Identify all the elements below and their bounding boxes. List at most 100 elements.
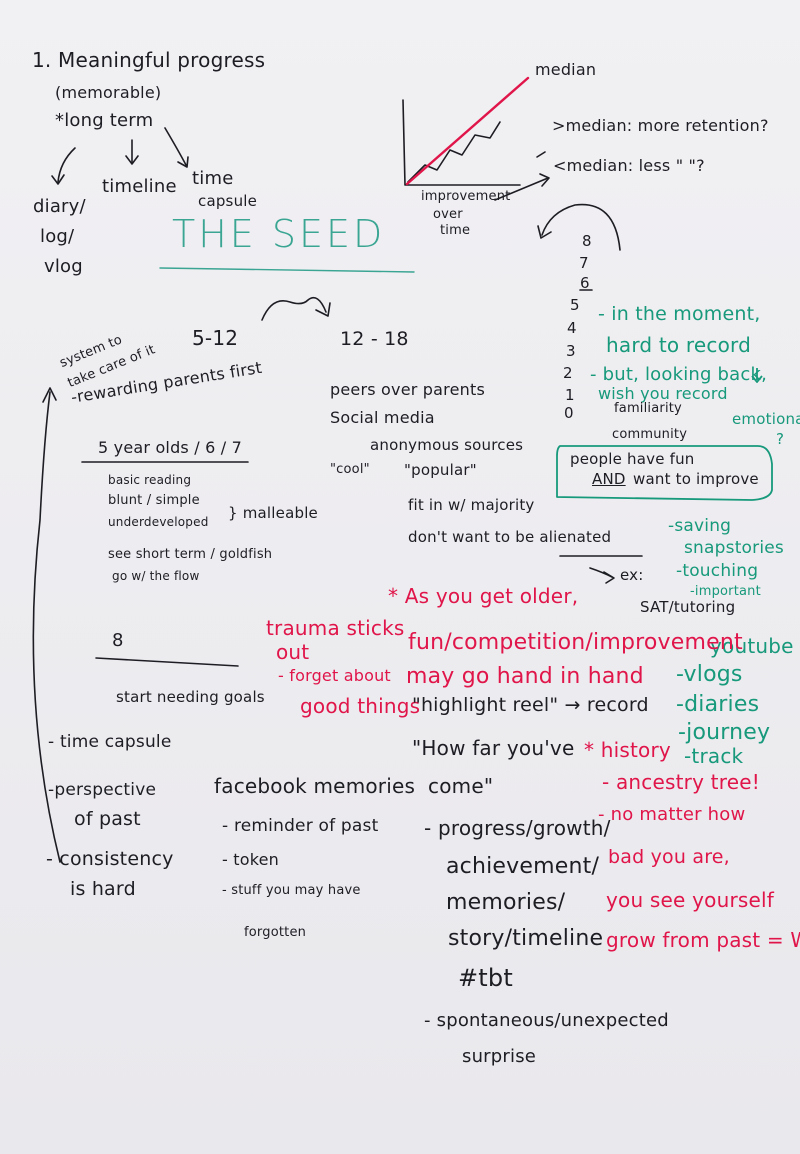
cool-label: "cool" bbox=[330, 462, 370, 477]
journey-label: -journey bbox=[678, 720, 771, 745]
tbt-label: #tbt bbox=[458, 964, 513, 992]
scale-1: 1 bbox=[565, 386, 575, 404]
ex-label: ex: bbox=[620, 566, 644, 584]
title-underline bbox=[159, 267, 415, 273]
time-capsule-note: - time capsule bbox=[48, 732, 172, 752]
facebook-memories-heading: facebook memories bbox=[214, 774, 416, 798]
scale-2: 2 bbox=[563, 364, 573, 382]
hand-in-hand-note: may go hand in hand bbox=[406, 664, 644, 689]
spontaneous-label: - spontaneous/unexpected bbox=[424, 1010, 669, 1031]
axis-label-improvement: improvement bbox=[421, 189, 511, 204]
youtube-label: youtube bbox=[710, 634, 794, 658]
track-label: -track bbox=[684, 744, 744, 768]
fit-in-label: fit in w/ majority bbox=[408, 496, 535, 514]
perspective-note: -perspective bbox=[48, 780, 157, 800]
surprise-label: surprise bbox=[462, 1046, 537, 1067]
section1-heading: 1. Meaningful progress bbox=[32, 48, 266, 72]
familiarity-label: familiarity bbox=[614, 401, 682, 416]
ancestry-note: - ancestry tree! bbox=[602, 770, 760, 794]
popular-label: "popular" bbox=[404, 461, 477, 479]
scale-5: 5 bbox=[570, 296, 580, 314]
blunt-simple-label: blunt / simple bbox=[108, 493, 200, 508]
fun-competition-note: fun/competition/improvement bbox=[408, 630, 743, 655]
long-curved-arrow bbox=[32, 391, 61, 863]
in-the-moment-note: - in the moment, bbox=[598, 303, 761, 325]
forgotten-label: forgotten bbox=[244, 925, 307, 940]
graph-progress-line bbox=[407, 121, 501, 183]
is-hard-note: is hard bbox=[70, 878, 136, 900]
median-label: median bbox=[535, 60, 597, 79]
forget-about-note: - forget about bbox=[278, 666, 391, 685]
saving-label: -saving bbox=[668, 516, 732, 536]
of-past-note: of past bbox=[74, 808, 141, 830]
fun-improve-box bbox=[556, 445, 773, 501]
looking-back-note: - but, looking back, bbox=[590, 364, 768, 385]
timeline-label: timeline bbox=[102, 176, 177, 197]
capsule-label: capsule bbox=[198, 192, 258, 210]
diaries-label: -diaries bbox=[676, 692, 760, 717]
start-needing-goals: start needing goals bbox=[116, 688, 265, 706]
hard-to-record-note: hard to record bbox=[606, 333, 751, 357]
history-note: * history bbox=[584, 738, 671, 762]
good-things-note: good things bbox=[300, 694, 421, 718]
token-label: - token bbox=[222, 850, 280, 869]
graph-median-line bbox=[405, 76, 530, 186]
vlogs-label: -vlogs bbox=[676, 662, 743, 687]
arrow-to-diary bbox=[57, 147, 76, 183]
reminder-of-past: - reminder of past bbox=[222, 816, 379, 836]
scale-8: 8 bbox=[582, 232, 592, 250]
section1-sub: (memorable) bbox=[55, 83, 162, 102]
underdeveloped-label: underdeveloped bbox=[108, 515, 209, 529]
older-note: * As you get older, bbox=[388, 584, 579, 608]
highlight-reel: "highlight reel" → record bbox=[412, 694, 649, 716]
consistency-note: - consistency bbox=[46, 848, 174, 870]
squiggle-arrow bbox=[261, 296, 327, 321]
memories-label: memories/ bbox=[446, 890, 566, 915]
trauma-out-note: out bbox=[276, 640, 310, 664]
board-title: THE SEED bbox=[172, 212, 386, 256]
long-term-label: *long term bbox=[55, 110, 154, 131]
community-label: community bbox=[612, 427, 688, 442]
time-label: time bbox=[192, 168, 234, 189]
peers-over-parents: peers over parents bbox=[330, 380, 485, 399]
log-label: log/ bbox=[40, 226, 75, 247]
come-label: come" bbox=[428, 774, 494, 798]
age-8-label: 8 bbox=[112, 630, 124, 651]
grow-from-past-note: grow from past = WIN bbox=[606, 928, 800, 952]
curved-arrow-to-scale bbox=[541, 203, 621, 251]
five-year-olds-label: 5 year olds / 6 / 7 bbox=[98, 438, 243, 457]
malleable-label: } malleable bbox=[228, 504, 318, 522]
bad-you-are-note: bad you are, bbox=[608, 846, 730, 868]
see-yourself-note: you see yourself bbox=[606, 888, 774, 912]
no-matter-note: - no matter how bbox=[598, 804, 746, 825]
above-median-note: >median: more retention? bbox=[552, 116, 769, 135]
progress-growth: - progress/growth/ bbox=[424, 816, 611, 840]
anonymous-sources: anonymous sources bbox=[370, 436, 524, 454]
scale-4: 4 bbox=[567, 319, 577, 337]
ages-12-18-label: 12 - 18 bbox=[340, 328, 409, 350]
axis-label-time: time bbox=[440, 223, 471, 238]
stuff-you-may-have: - stuff you may have bbox=[222, 883, 361, 898]
short-term-label: see short term / goldfish bbox=[108, 547, 273, 562]
ages-5-12-label: 5-12 bbox=[192, 326, 239, 350]
scale-7: 7 bbox=[579, 254, 589, 272]
scale-6: 6 bbox=[580, 274, 590, 292]
achievement-label: achievement/ bbox=[446, 854, 600, 879]
important-label: -important bbox=[690, 584, 761, 599]
arrow-to-time-capsule bbox=[164, 127, 187, 166]
diary-label: diary/ bbox=[33, 196, 86, 217]
basic-reading-label: basic reading bbox=[108, 473, 192, 487]
snapstories-label: snapstories bbox=[684, 538, 784, 558]
trauma-sticks-note: trauma sticks bbox=[266, 616, 405, 640]
emotional-label: emotional bbox=[732, 410, 800, 428]
box-line1: people have fun bbox=[570, 450, 695, 468]
vlog-label: vlog bbox=[44, 256, 83, 277]
sat-tutoring: SAT/tutoring bbox=[640, 598, 736, 616]
wish-you-record-note: wish you record bbox=[598, 384, 728, 403]
emotional-question: ? bbox=[776, 430, 785, 448]
scale-3: 3 bbox=[566, 342, 576, 360]
social-media: Social media bbox=[330, 408, 435, 427]
box-line2: want to improve bbox=[633, 470, 759, 488]
